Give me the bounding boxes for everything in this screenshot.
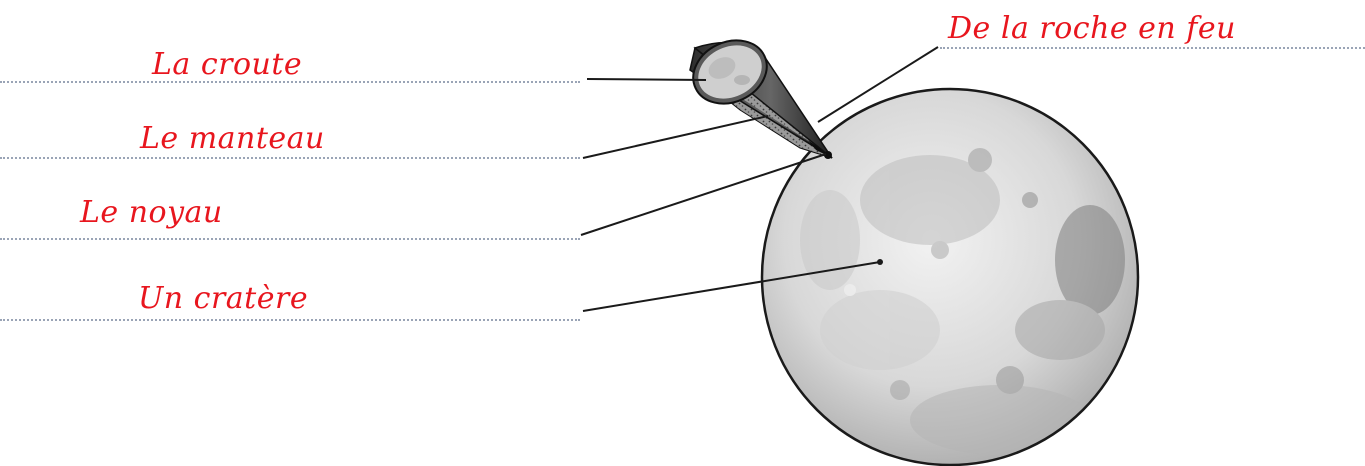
cross-section-cone [683,29,832,159]
leader-crust [587,79,706,80]
leader-mantle [583,116,768,158]
